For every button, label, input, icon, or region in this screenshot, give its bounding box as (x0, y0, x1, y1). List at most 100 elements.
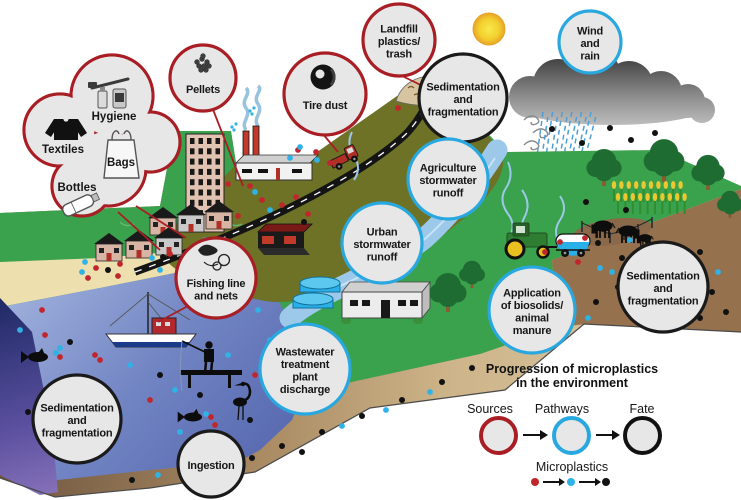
microplastic-dot-blue-icon (252, 189, 258, 195)
microplastic-dot-blue-icon (383, 407, 389, 413)
microplastic-dot-black-icon (602, 478, 610, 486)
arrow-icon (523, 430, 548, 440)
microplastic-dot-red-icon (575, 259, 581, 265)
corn-field (611, 181, 687, 214)
dock-and-fisher (180, 340, 242, 392)
microplastic-dot-red-icon (117, 261, 123, 267)
microplastic-dot-blue-icon (17, 327, 23, 333)
bubble-tire-dust: Tire dust (282, 51, 368, 137)
legend-title-line2: in the environment (516, 376, 628, 390)
microplastic-dot-black-icon (197, 392, 203, 398)
legend-label-pathways: Pathways (534, 402, 590, 416)
microplastic-dot-blue-icon (157, 267, 163, 273)
microplastic-dot-red-icon (97, 357, 103, 363)
wastewater-treatment-plant (292, 276, 431, 324)
microplastic-dot-red-icon (582, 235, 588, 241)
microplastic-dot-red-icon (208, 414, 214, 420)
microplastic-dot-red-icon (225, 181, 231, 187)
microplastic-dot-black-icon (593, 299, 599, 305)
tree-icon (691, 154, 725, 190)
legend-title: Progression of microplastics in the envi… (452, 362, 692, 390)
factory (230, 84, 319, 181)
microplastic-dot-red-icon (57, 354, 63, 360)
microplastic-dot-blue-icon (225, 352, 231, 358)
hygiene-icon (88, 77, 130, 109)
house (94, 233, 124, 262)
house (124, 230, 154, 259)
microplastic-dot-black-icon (25, 409, 31, 415)
microplastic-dot-red-icon (313, 149, 319, 155)
microplastic-dot-black-icon (697, 249, 703, 255)
microplastic-dot-red-icon (39, 307, 45, 313)
microplastic-dot-black-icon (583, 199, 589, 205)
microplastic-dot-blue-icon (255, 307, 261, 313)
treatment-tanks (292, 276, 341, 309)
legend: Progression of microplastics in the envi… (452, 356, 740, 500)
microplastic-dot-blue-icon (267, 207, 273, 213)
spray-dots (230, 106, 256, 132)
microplastic-dot-black-icon (439, 379, 445, 385)
houses (94, 201, 234, 262)
microplastic-dot-red-icon (531, 478, 539, 486)
bottles-icon (62, 192, 101, 217)
microplastic-dot-blue-icon (57, 345, 63, 351)
microplastic-dot-black-icon (628, 137, 634, 143)
legend-microplastics-label: Microplastics (535, 460, 609, 474)
bubble-pellets: Pellets (168, 43, 238, 113)
legend-pathways-circle (552, 416, 591, 455)
microplastic-dot-black-icon (469, 365, 475, 371)
microplastic-dot-blue-icon (427, 389, 433, 395)
microplastic-dot-blue-icon (609, 269, 615, 275)
microplastic-dot-blue-icon (82, 259, 88, 265)
legend-title-line1: Progression of microplastics (485, 362, 659, 376)
microplastic-dot-black-icon (67, 339, 73, 345)
microplastic-dot-black-icon (359, 413, 365, 419)
fish-icon (21, 348, 48, 363)
microplastic-dot-red-icon (147, 397, 153, 403)
microplastic-dot-black-icon (247, 417, 253, 423)
house (204, 201, 234, 230)
bubble-ingestion-label: Ingestion (187, 460, 235, 472)
microplastic-dot-red-icon (235, 213, 241, 219)
microplastic-dot-black-icon (301, 219, 307, 225)
cluster-item-bottles: Bottles (58, 182, 97, 194)
microplastic-dot-red-icon (395, 105, 401, 111)
microplastic-dot-black-icon (652, 130, 658, 136)
microplastic-dot-blue-icon (597, 265, 603, 271)
fish (21, 348, 202, 423)
microplastic-dot-black-icon (595, 240, 601, 246)
microplastic-dot-red-icon (85, 275, 91, 281)
arrow-icon (579, 478, 601, 486)
microplastic-dot-black-icon (105, 267, 111, 273)
microplastic-dot-blue-icon (339, 423, 345, 429)
cow-icon (615, 225, 640, 243)
textiles-icon (45, 116, 87, 140)
legend-label-fate: Fate (629, 402, 655, 416)
pellets-icon (194, 53, 212, 73)
microplastic-dot-red-icon (212, 422, 218, 428)
microplastic-dot-red-icon (252, 372, 258, 378)
microplastic-dot-blue-icon (627, 237, 633, 243)
microplastic-dot-black-icon (579, 140, 585, 146)
tree-icon (586, 148, 622, 186)
microplastic-dot-black-icon (549, 126, 555, 132)
cluster-item-hygiene: Hygiene (92, 111, 137, 123)
microplastic-dot-blue-icon (314, 157, 320, 163)
bubble-ingestion: Ingestion (176, 429, 246, 499)
microplastic-dot-blue-icon (155, 472, 161, 478)
tree-icon (429, 273, 467, 312)
bags-icon (103, 130, 140, 179)
